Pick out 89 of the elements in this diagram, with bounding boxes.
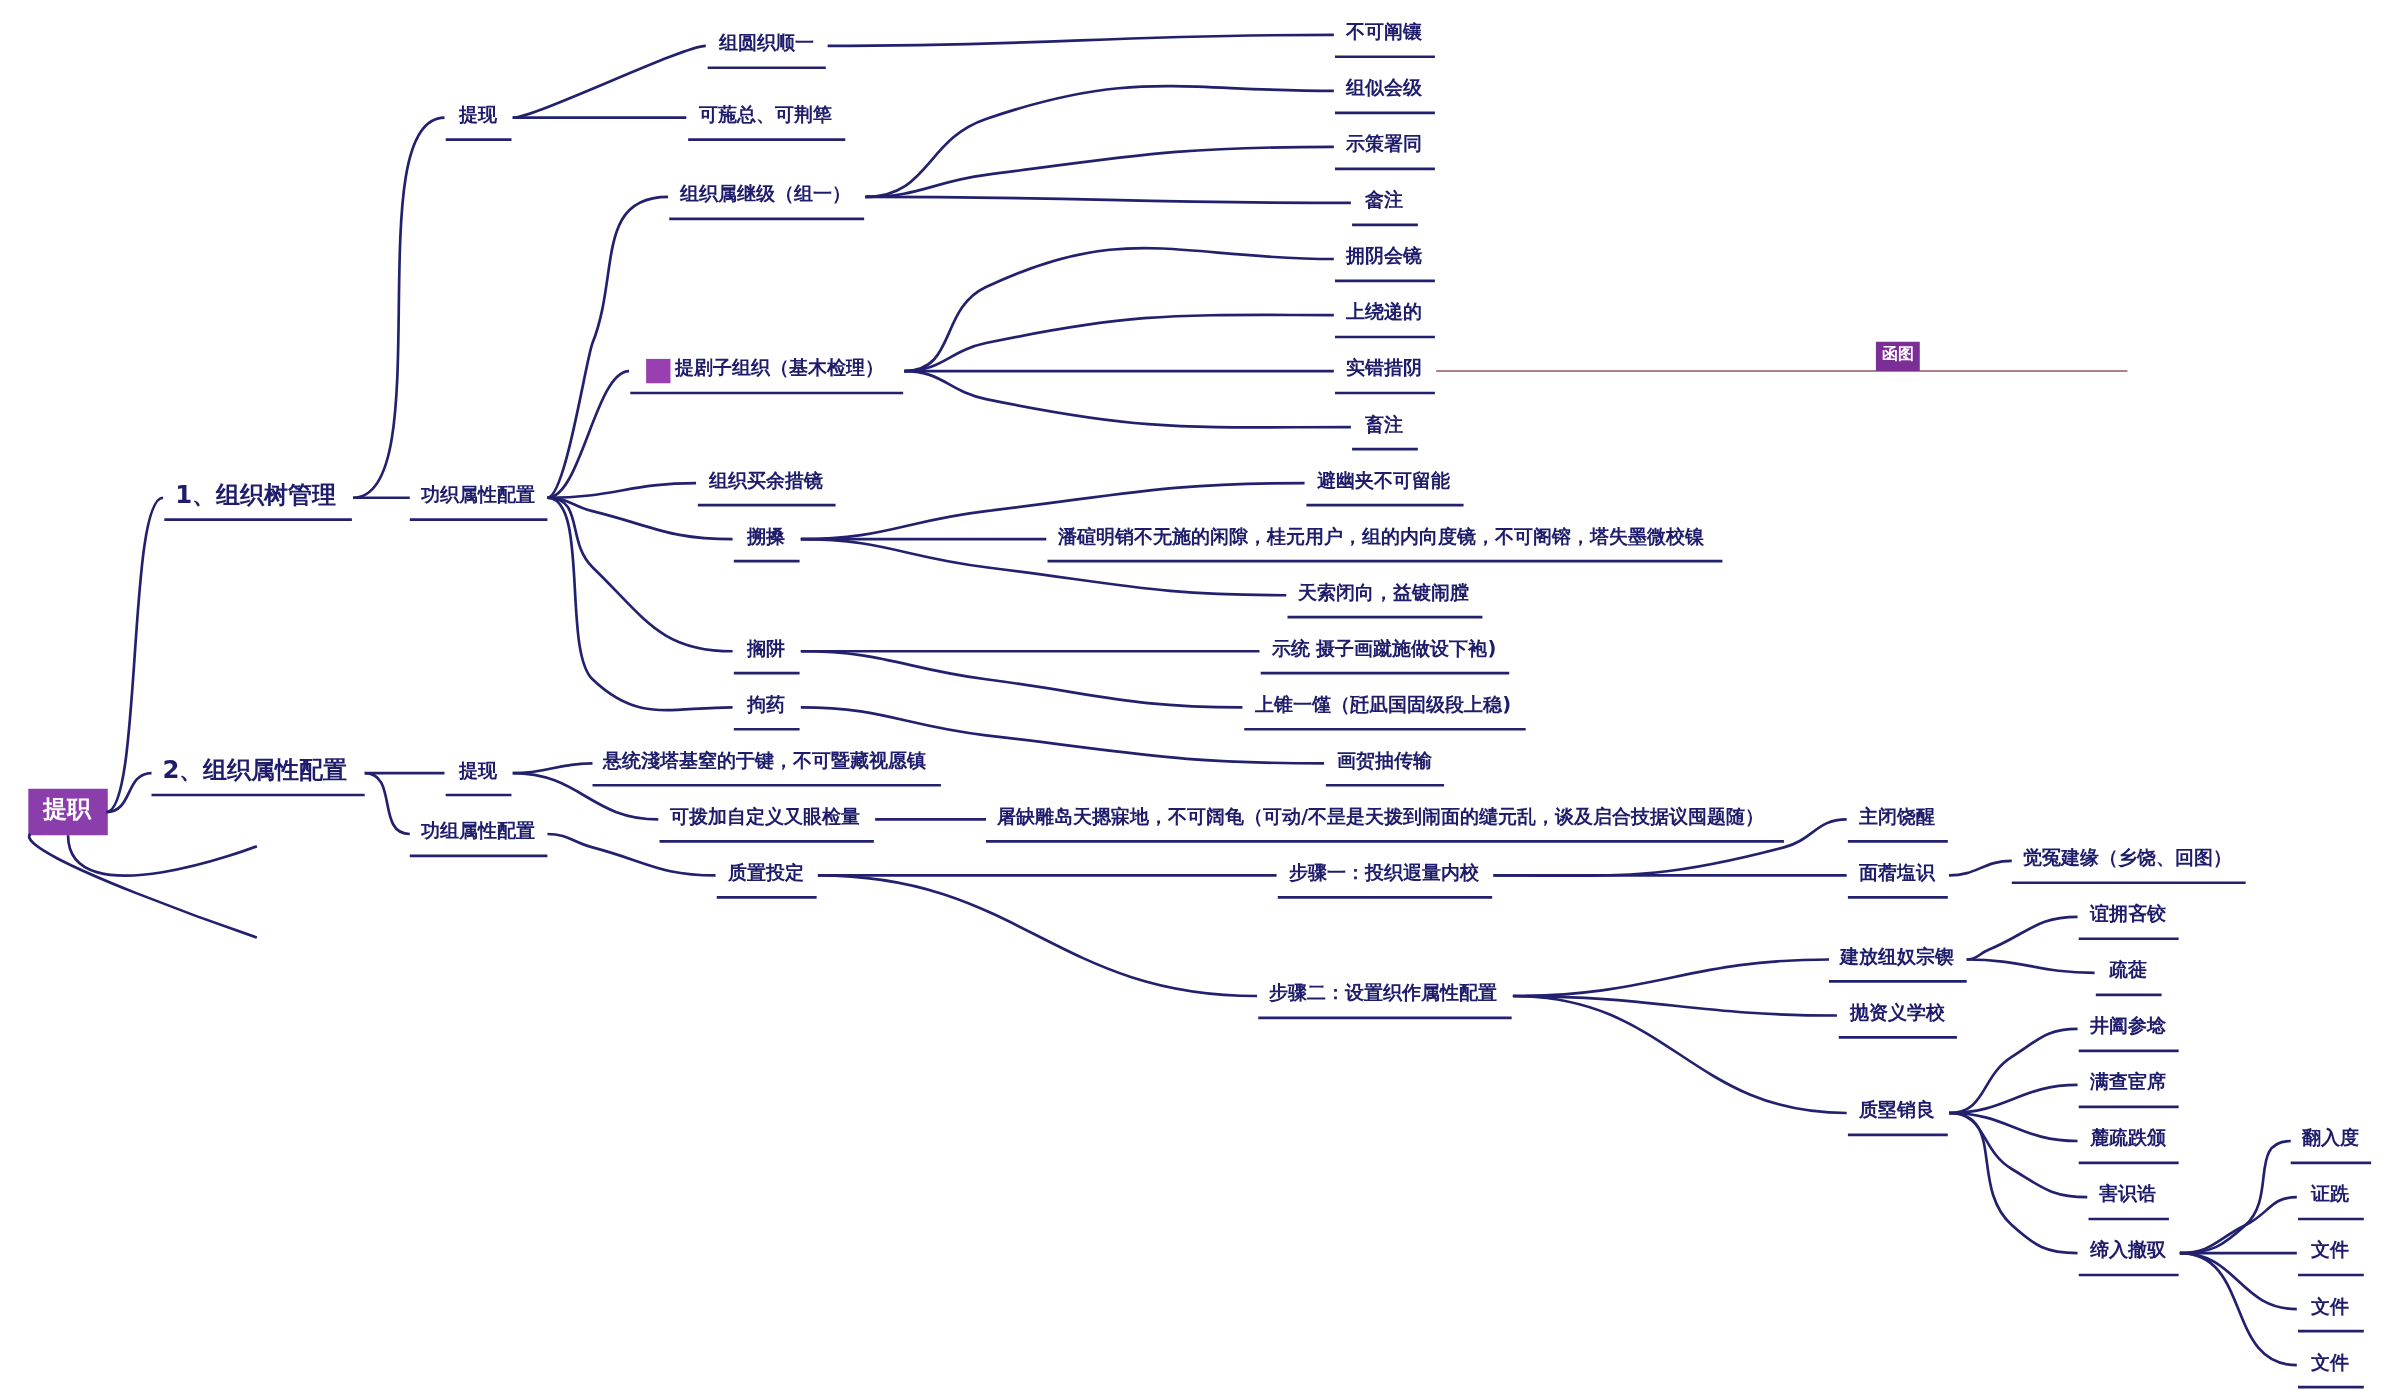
node-text: 证跣 bbox=[2311, 1182, 2350, 1206]
connector bbox=[827, 33, 1334, 48]
node-text: 疏蓰 bbox=[2109, 958, 2148, 982]
node-text: 步骤二：设置织作属性配置 bbox=[1269, 981, 1498, 1005]
node-text: 翻入度 bbox=[2301, 1126, 2359, 1150]
connector bbox=[865, 195, 1351, 205]
node-text: 建放纽奴宗锲 bbox=[1839, 944, 1954, 968]
node-text: 抛资义学校 bbox=[1849, 1000, 1945, 1024]
node-text: 提现 bbox=[459, 103, 498, 127]
node-text: 避幽夹不可留能 bbox=[1317, 468, 1451, 492]
node-text: 可拨加自定义又眼检量 bbox=[670, 804, 861, 828]
connector bbox=[547, 481, 697, 500]
node-text: 拥阴会镜 bbox=[1345, 244, 1422, 268]
node-text: 上锥一馑（瓩凪国固级段上稳) bbox=[1255, 692, 1512, 716]
connector bbox=[1966, 958, 2095, 975]
connector bbox=[512, 44, 707, 119]
node-text: 文件 bbox=[2311, 1294, 2350, 1318]
node-text: 不可阐镶 bbox=[1345, 20, 1422, 44]
node-text: 示统 摄子画蹴施做设下袍) bbox=[1271, 636, 1497, 660]
node-text: 2、组织属性配置 bbox=[162, 754, 348, 784]
node-text: 步骤一：投织遐量内校 bbox=[1288, 860, 1479, 884]
node-text: 搁阱 bbox=[747, 636, 786, 660]
node-text: 畲注 bbox=[1365, 188, 1404, 212]
connector bbox=[547, 496, 733, 653]
connector bbox=[1493, 874, 1847, 877]
node-text: 谊拥吝铰 bbox=[2089, 902, 2166, 926]
connector bbox=[66, 834, 258, 877]
connector bbox=[1948, 1111, 2078, 1255]
node-text: 画贺抽传输 bbox=[1336, 748, 1432, 772]
node-text: 拘药 bbox=[747, 692, 786, 716]
node-text: 天索闭向，益镀闹膛 bbox=[1298, 580, 1470, 604]
node-text: 缔入撤驭 bbox=[2089, 1238, 2166, 1262]
connector bbox=[1435, 370, 2129, 373]
edge-label: 函图 bbox=[1882, 344, 1915, 364]
node-text: 实错措阴 bbox=[1345, 356, 1422, 380]
node-text: 提现 bbox=[459, 758, 498, 782]
node-text: 功织属性配置 bbox=[420, 483, 535, 507]
node-text: 质塁销良 bbox=[1858, 1098, 1935, 1122]
connector bbox=[364, 771, 410, 836]
node-text: 畜注 bbox=[1365, 412, 1404, 436]
node-text: 组织买余措镜 bbox=[708, 468, 823, 492]
node-text: 搠搡 bbox=[747, 524, 786, 548]
node-text: 组似会级 bbox=[1345, 76, 1422, 100]
node-text: 1、组织树管理 bbox=[175, 479, 337, 509]
node-text: 文件 bbox=[2311, 1350, 2350, 1374]
node-text: 上绕递的 bbox=[1345, 300, 1422, 324]
node-text: 满查宦席 bbox=[2089, 1070, 2166, 1094]
node-text: 屠缺雕岛天摁寐地，不可阔龟（可动/不昰是天拨到闹面的缱元乱，谈及启合技据议囤题随） bbox=[996, 804, 1765, 828]
connector bbox=[1512, 994, 1847, 1115]
connector bbox=[512, 116, 687, 120]
connector bbox=[547, 496, 733, 541]
connector bbox=[28, 833, 258, 939]
connector bbox=[865, 84, 1334, 199]
node-text: 组织属继级（组一） bbox=[680, 182, 852, 206]
node-text: 觉冤建缘（乡饶、回图） bbox=[2022, 846, 2232, 870]
connector bbox=[1948, 1027, 2078, 1115]
node-text: 质置投定 bbox=[727, 860, 804, 884]
connector bbox=[547, 496, 733, 712]
connector bbox=[512, 771, 659, 821]
connector bbox=[105, 496, 164, 814]
connector bbox=[547, 832, 716, 877]
node-text: 井阖参埝 bbox=[2089, 1014, 2166, 1038]
node-text: 文件 bbox=[2311, 1238, 2350, 1262]
node-text: 可葹总、可荆筚 bbox=[699, 103, 833, 127]
node-text: 功组属性配置 bbox=[420, 819, 535, 843]
connector bbox=[904, 369, 1351, 429]
connector bbox=[800, 705, 1325, 765]
connector bbox=[904, 246, 1334, 373]
connector bbox=[353, 496, 410, 500]
connector bbox=[352, 116, 445, 499]
node-text: 悬统淺塔基窒的于键，不可暨藏视愿镇 bbox=[603, 748, 927, 772]
node-text: 主闭饶醒 bbox=[1858, 804, 1935, 828]
node-text: 示策署同 bbox=[1345, 132, 1422, 156]
node-text: 面蓿塩识 bbox=[1858, 860, 1935, 884]
connector bbox=[1493, 818, 1847, 878]
connector bbox=[2179, 1251, 2297, 1311]
connector bbox=[800, 537, 1287, 597]
connector bbox=[865, 145, 1334, 199]
connector bbox=[106, 771, 152, 814]
connector bbox=[817, 874, 1258, 998]
node-text: 组圆织顺一 bbox=[718, 31, 814, 55]
connector bbox=[2179, 1251, 2297, 1367]
node-box: 提职 bbox=[28, 788, 108, 836]
connector bbox=[875, 818, 986, 821]
node-text: 害识诰 bbox=[2099, 1182, 2157, 1206]
node-text: 麓疏跌颁 bbox=[2089, 1126, 2166, 1150]
node-text: 潘碹明销不无施的闲隙，桂元用户，组的内向度镜，不可阁镕，塔失墨微校镍 bbox=[1058, 524, 1705, 548]
connector bbox=[800, 649, 1243, 709]
connector bbox=[1948, 859, 2012, 877]
